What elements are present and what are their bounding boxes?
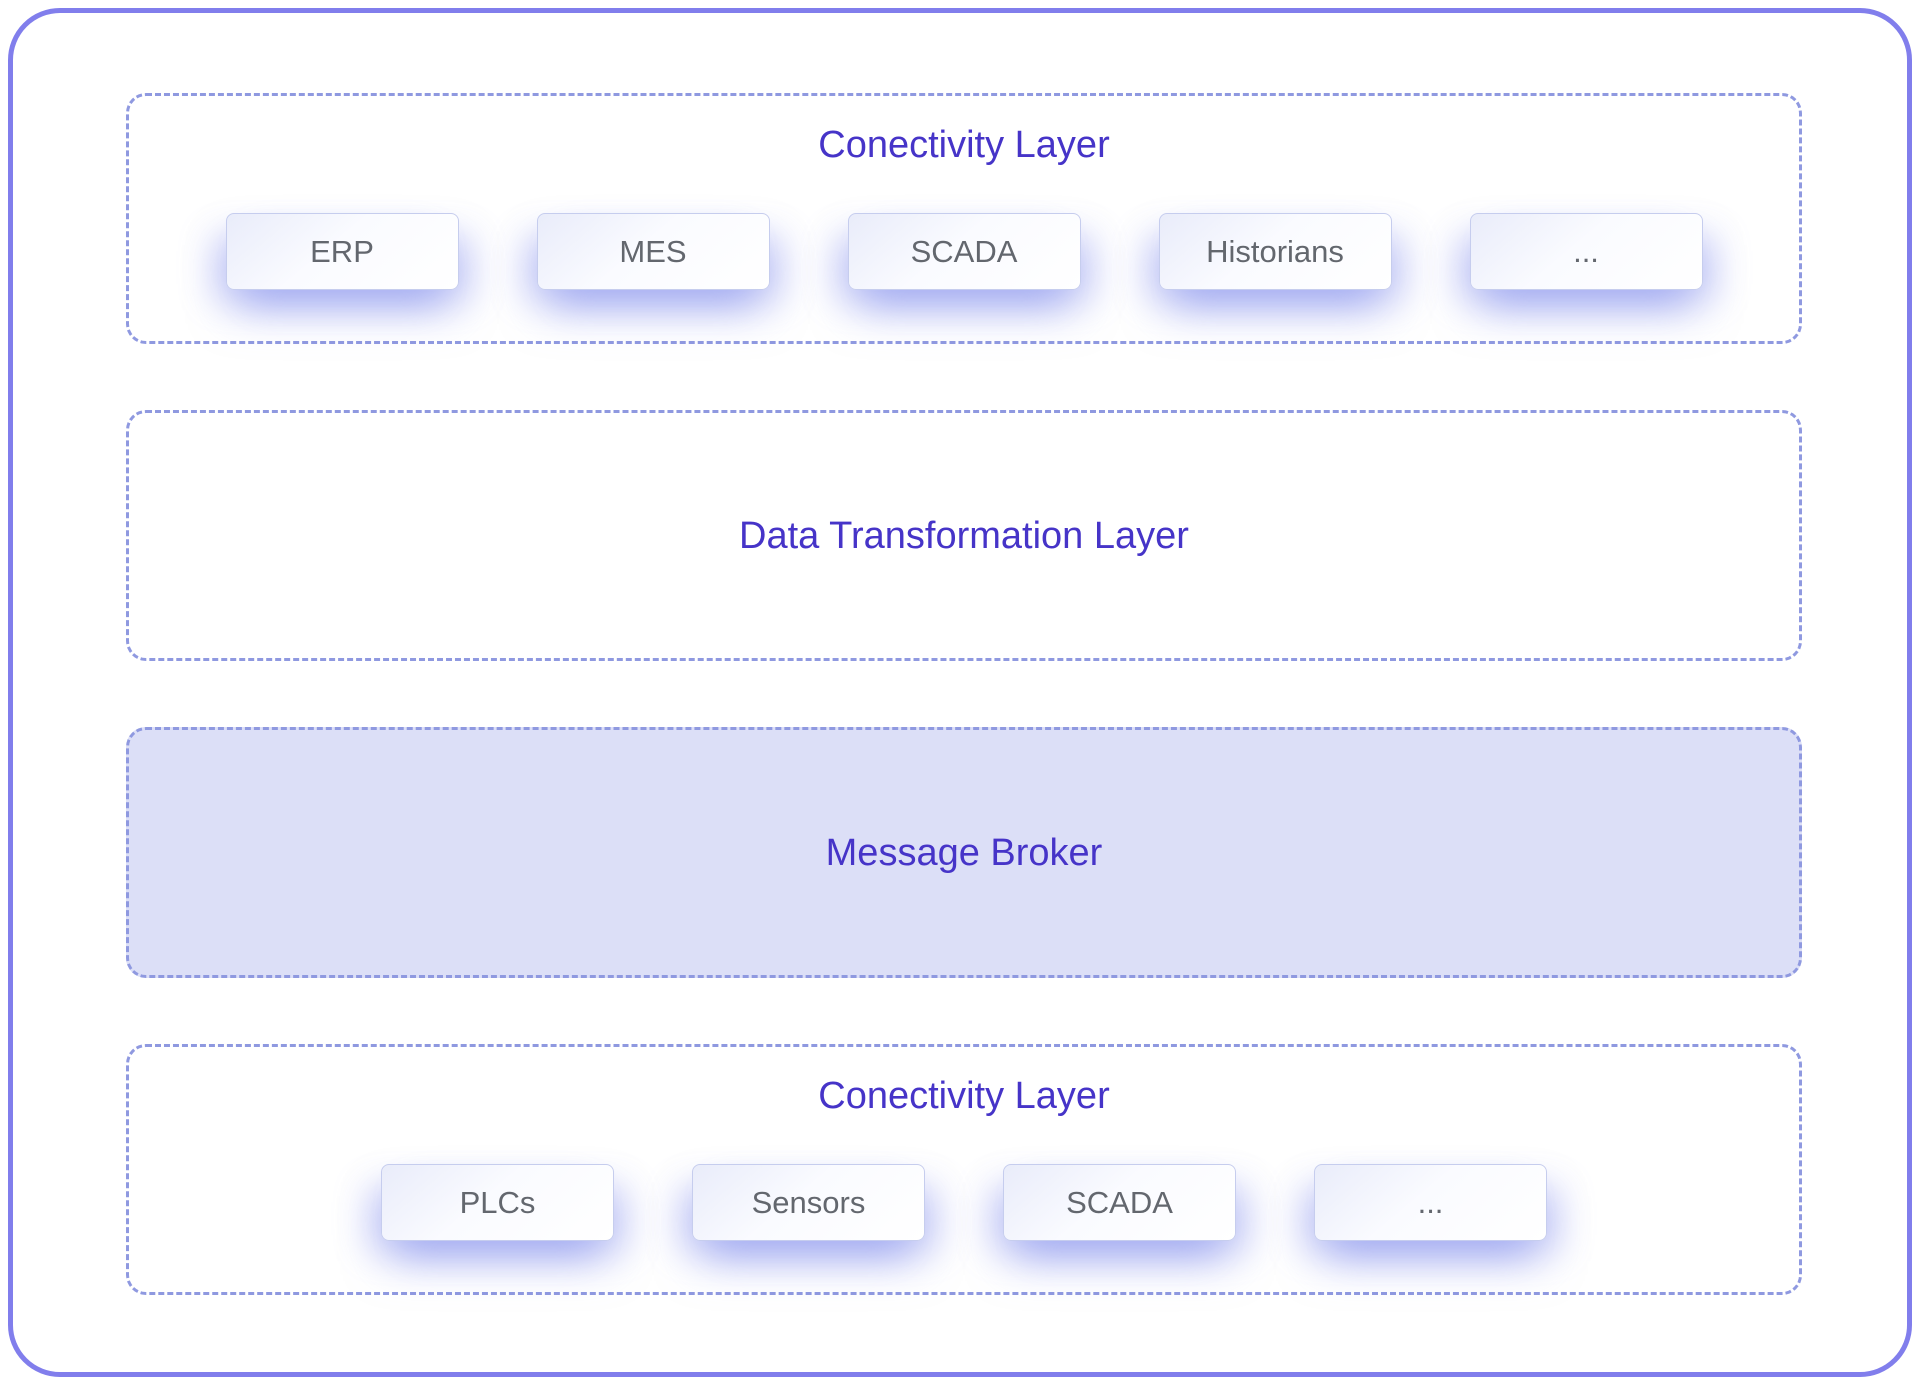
node-scada-top: SCADA bbox=[847, 213, 1081, 290]
layer-connectivity-top: Conectivity Layer ERP MES SCADA Historia… bbox=[126, 93, 1802, 344]
node-row-top: ERP MES SCADA Historians ... bbox=[225, 213, 1703, 290]
node-erp: ERP bbox=[225, 213, 459, 290]
node-historians: Historians bbox=[1158, 213, 1392, 290]
node-scada-bottom: SCADA bbox=[1003, 1164, 1236, 1241]
layer-title: Message Broker bbox=[825, 831, 1103, 874]
node-plcs: PLCs bbox=[381, 1164, 614, 1241]
node-mes: MES bbox=[536, 213, 770, 290]
layer-data-transformation: Data Transformation Layer bbox=[126, 410, 1802, 661]
node-ellipsis-top: ... bbox=[1469, 213, 1703, 290]
layer-message-broker: Message Broker bbox=[126, 727, 1802, 978]
diagram-canvas: Conectivity Layer ERP MES SCADA Historia… bbox=[8, 8, 1912, 1377]
layer-title: Data Transformation Layer bbox=[739, 514, 1189, 557]
layer-title: Conectivity Layer bbox=[818, 124, 1110, 166]
layer-connectivity-bottom: Conectivity Layer PLCs Sensors SCADA ... bbox=[126, 1044, 1802, 1295]
node-ellipsis-bottom: ... bbox=[1314, 1164, 1547, 1241]
node-sensors: Sensors bbox=[692, 1164, 925, 1241]
node-row-bottom: PLCs Sensors SCADA ... bbox=[381, 1164, 1547, 1241]
layer-title: Conectivity Layer bbox=[818, 1075, 1110, 1117]
